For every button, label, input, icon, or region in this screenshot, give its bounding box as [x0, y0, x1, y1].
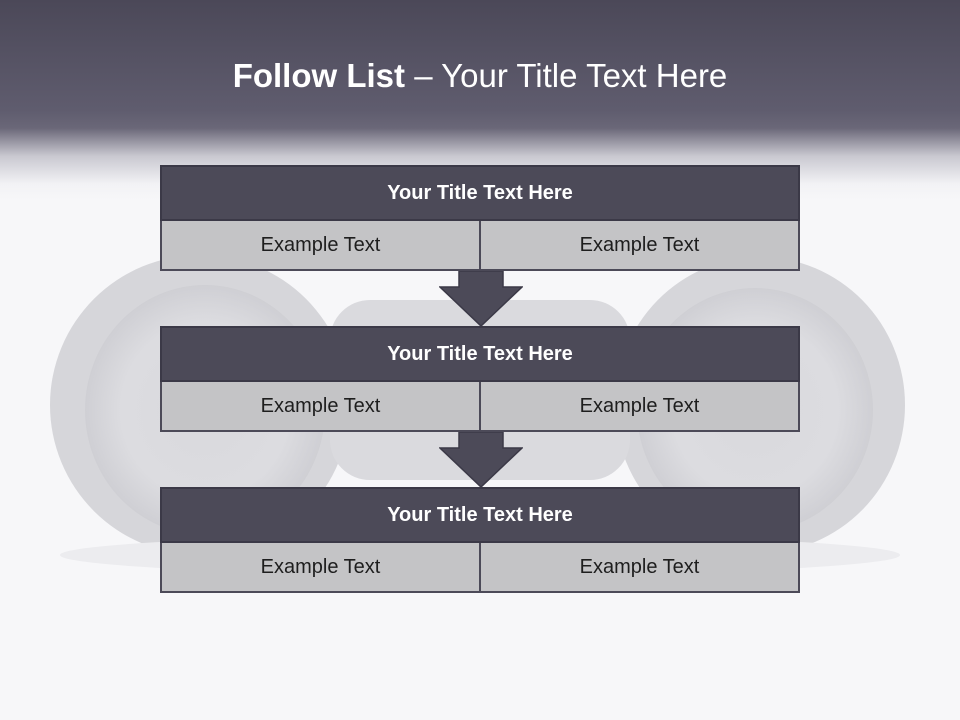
down-arrow-icon: [439, 271, 523, 327]
step-left-text: Example Text: [160, 382, 481, 432]
step-left-text: Example Text: [160, 543, 481, 593]
step-title: Your Title Text Here: [160, 487, 800, 543]
step-block-2: Your Title Text Here Example Text Exampl…: [160, 326, 800, 432]
down-arrow-icon: [439, 432, 523, 488]
step-left-text: Example Text: [160, 221, 481, 271]
title-rest-part: – Your Title Text Here: [405, 57, 728, 94]
step-title: Your Title Text Here: [160, 326, 800, 382]
step-right-text: Example Text: [481, 221, 800, 271]
step-right-text: Example Text: [481, 382, 800, 432]
step-right-text: Example Text: [481, 543, 800, 593]
step-block-1: Your Title Text Here Example Text Exampl…: [160, 165, 800, 271]
step-title: Your Title Text Here: [160, 165, 800, 221]
step-block-3: Your Title Text Here Example Text Exampl…: [160, 487, 800, 593]
title-bold-part: Follow List: [232, 57, 406, 94]
slide-title: Follow List – Your Title Text Here: [0, 54, 960, 98]
